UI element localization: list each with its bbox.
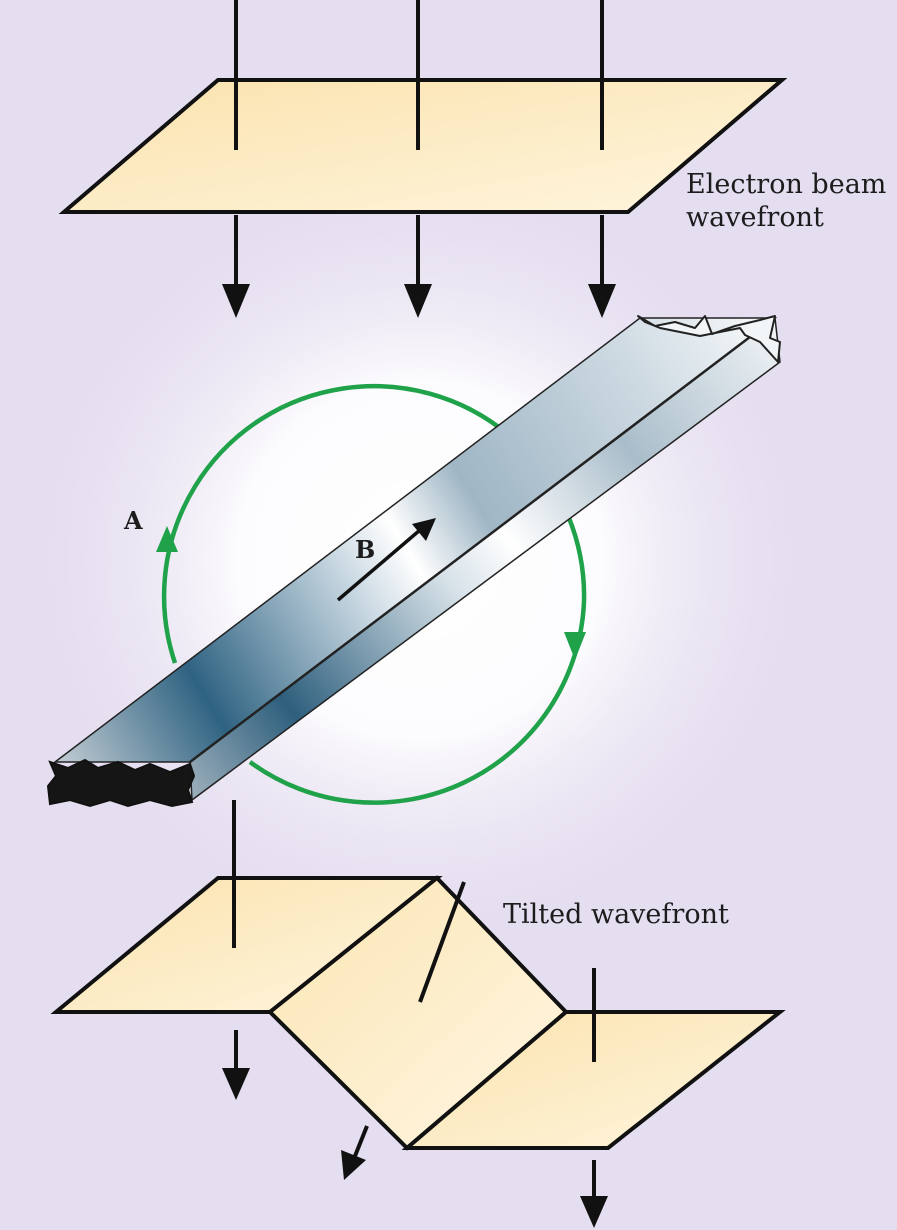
outgoing-arrows (222, 1030, 608, 1228)
arrow-down-left (222, 284, 250, 318)
whisker-broken-end-top (637, 315, 781, 363)
b-field-arrow-shaft (336, 528, 422, 602)
electron-beam-wavefront-label-line2: wavefront (686, 202, 824, 233)
arrow-out-middle (341, 1150, 366, 1180)
whisker-broken-end-bottom (46, 758, 196, 808)
arrow-down-middle (404, 284, 432, 318)
arrow-down-right (588, 284, 616, 318)
beam-line-middle-tilted (418, 881, 466, 1003)
field-label-b: B (355, 535, 376, 564)
top-wavefront-plane (58, 78, 788, 214)
incoming-arrows (222, 215, 616, 318)
arrow-out-right (580, 1196, 608, 1228)
arrow-out-left (222, 1068, 250, 1100)
whisker-ridge (189, 317, 776, 763)
field-label-a: A (124, 506, 143, 535)
electron-beam-wavefront-label-line1: Electron beam (686, 169, 887, 200)
tilted-wavefront-label: Tilted wavefront (503, 899, 729, 930)
tilted-plane-right (401, 1010, 786, 1150)
field-loop-front (248, 601, 587, 805)
electron-beam-wavefront-label: Electron beam wavefront (686, 168, 886, 234)
field-arrow-a (156, 526, 178, 552)
field-arrow-right (564, 632, 586, 660)
incoming-wavefront (58, 0, 788, 214)
b-field-arrow-head (412, 518, 436, 541)
magnetized-whisker (46, 315, 781, 808)
tilted-wavefront (50, 800, 786, 1151)
